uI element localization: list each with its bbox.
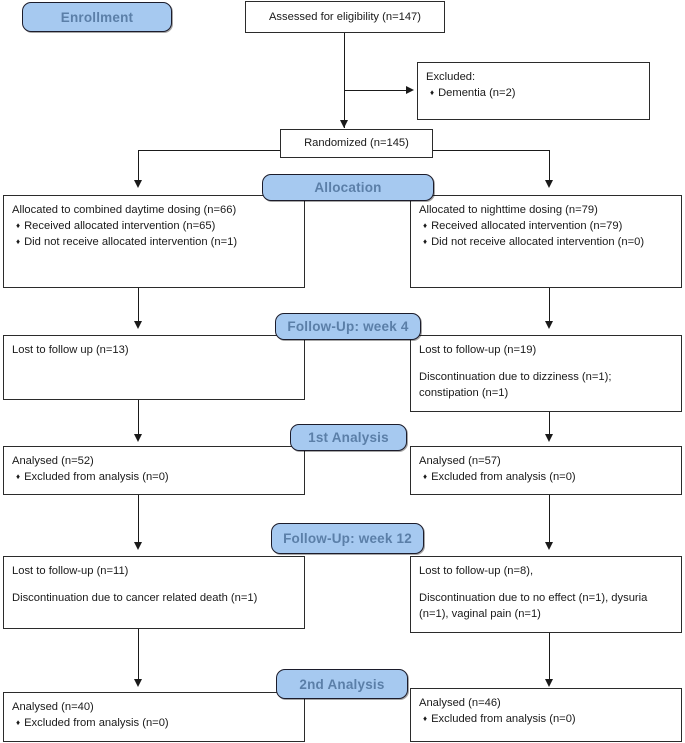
box-followup-week12-left: Lost to follow-up (n=11) Discontinuation…	[3, 556, 305, 629]
box-analysis-2-left: Analysed (n=40) Excluded from analysis (…	[3, 692, 305, 742]
excluded-title: Excluded:	[426, 71, 476, 83]
arrowhead-fu12-left	[134, 542, 142, 550]
fu4-right-lost: Lost to follow-up (n=19)	[419, 344, 537, 356]
analysis-1-right-excluded: Excluded from analysis (n=0)	[419, 469, 673, 485]
allocation-left-received: Received allocated intervention (n=65)	[12, 218, 296, 234]
randomized-text: Randomized (n=145)	[304, 137, 409, 150]
arrowhead-an2-left	[134, 679, 142, 687]
connector-an1-left-to-fu12	[138, 495, 140, 548]
stage-label-analysis-2: 2nd Analysis	[276, 669, 408, 699]
box-allocation-left: Allocated to combined daytime dosing (n=…	[3, 195, 305, 288]
stage-label-enrollment-text: Enrollment	[60, 9, 134, 25]
analysis-2-left-analysed: Analysed (n=40)	[12, 701, 94, 713]
fu4-right-spacer	[419, 358, 673, 369]
box-followup-week4-left: Lost to follow up (n=13)	[3, 335, 305, 400]
allocation-right-heading: Allocated to nighttime dosing (n=79)	[419, 204, 598, 216]
box-analysis-1-right: Analysed (n=57) Excluded from analysis (…	[410, 446, 682, 495]
box-followup-week4-right: Lost to follow-up (n=19) Discontinuation…	[410, 335, 682, 412]
connector-fu12-left-to-an2	[138, 629, 140, 685]
allocation-left-heading: Allocated to combined daytime dosing (n=…	[12, 204, 237, 216]
arrowhead-an1-left	[134, 434, 142, 442]
stage-label-allocation: Allocation	[262, 174, 434, 201]
connector-randomized-right	[433, 150, 550, 152]
allocation-right-received: Received allocated intervention (n=79)	[419, 218, 673, 234]
box-randomized: Randomized (n=145)	[280, 129, 433, 158]
connector-an1-right-to-fu12	[549, 495, 551, 548]
connector-fu4-right-to-an1	[549, 412, 551, 440]
stage-label-analysis-1-text: 1st Analysis	[308, 430, 389, 445]
stage-label-analysis-1: 1st Analysis	[290, 424, 407, 451]
box-followup-week12-right: Lost to follow-up (n=8), Discontinuation…	[410, 556, 682, 633]
arrowhead-fu12-right	[545, 542, 553, 550]
connector-down-left-arm	[138, 150, 140, 186]
connector-fu12-right-to-an2	[549, 633, 551, 685]
arrowhead-to-randomized	[339, 120, 348, 128]
connector-alloc-right-to-fu4	[549, 288, 551, 327]
box-allocation-right: Allocated to nighttime dosing (n=79) Rec…	[410, 195, 682, 288]
box-excluded: Excluded: Dementia (n=2)	[417, 62, 650, 120]
arrowhead-to-excluded	[406, 86, 414, 94]
stage-label-followup-week4-text: Follow-Up: week 4	[287, 319, 409, 334]
box-assessed-for-eligibility: Assessed for eligibility (n=147)	[245, 1, 445, 33]
excluded-reason-dementia: Dementia (n=2)	[426, 85, 641, 101]
arrowhead-an1-right	[545, 434, 553, 442]
analysis-2-left-excluded: Excluded from analysis (n=0)	[12, 715, 296, 731]
connector-down-right-arm	[549, 150, 551, 186]
allocation-left-not-received: Did not receive allocated intervention (…	[12, 234, 296, 250]
stage-label-analysis-2-text: 2nd Analysis	[299, 676, 385, 692]
analysis-2-right-analysed: Analysed (n=46)	[419, 697, 501, 709]
fu12-right-lost: Lost to follow-up (n=8),	[419, 565, 534, 577]
fu4-left-lost: Lost to follow up (n=13)	[12, 344, 129, 356]
fu12-left-lost: Lost to follow-up (n=11)	[12, 565, 129, 577]
analysis-1-right-analysed: Analysed (n=57)	[419, 455, 501, 467]
arrowhead-fu4-left	[134, 321, 142, 329]
connector-fu4-left-to-an1	[138, 400, 140, 440]
stage-label-followup-week12-text: Follow-Up: week 12	[283, 531, 412, 546]
analysis-1-left-analysed: Analysed (n=52)	[12, 455, 94, 467]
box-analysis-2-right: Analysed (n=46) Excluded from analysis (…	[410, 688, 682, 742]
connector-alloc-left-to-fu4	[138, 288, 140, 327]
stage-label-allocation-text: Allocation	[314, 180, 382, 195]
arrowhead-right-allocation	[545, 180, 553, 188]
assessed-for-eligibility-text: Assessed for eligibility (n=147)	[268, 10, 422, 23]
connector-randomized-left	[138, 150, 280, 152]
allocation-right-not-received: Did not receive allocated intervention (…	[419, 234, 673, 250]
stage-label-followup-week4: Follow-Up: week 4	[275, 313, 421, 340]
arrowhead-fu4-right	[545, 321, 553, 329]
fu12-right-spacer	[419, 579, 673, 590]
connector-assessed-to-randomized	[344, 33, 346, 128]
arrowhead-an2-right	[545, 679, 553, 687]
stage-label-followup-week12: Follow-Up: week 12	[271, 523, 424, 554]
analysis-1-left-excluded: Excluded from analysis (n=0)	[12, 469, 296, 485]
arrowhead-left-allocation	[134, 180, 142, 188]
connector-to-excluded	[344, 90, 408, 92]
box-analysis-1-left: Analysed (n=52) Excluded from analysis (…	[3, 446, 305, 495]
stage-label-enrollment: Enrollment	[22, 2, 172, 32]
fu4-right-discontinuation: Discontinuation due to dizziness (n=1); …	[419, 371, 612, 400]
fu12-left-discontinuation: Discontinuation due to cancer related de…	[12, 592, 258, 605]
analysis-2-right-excluded: Excluded from analysis (n=0)	[419, 711, 673, 727]
fu12-left-spacer	[12, 579, 296, 590]
fu12-right-discontinuation: Discontinuation due to no effect (n=1), …	[419, 592, 648, 621]
